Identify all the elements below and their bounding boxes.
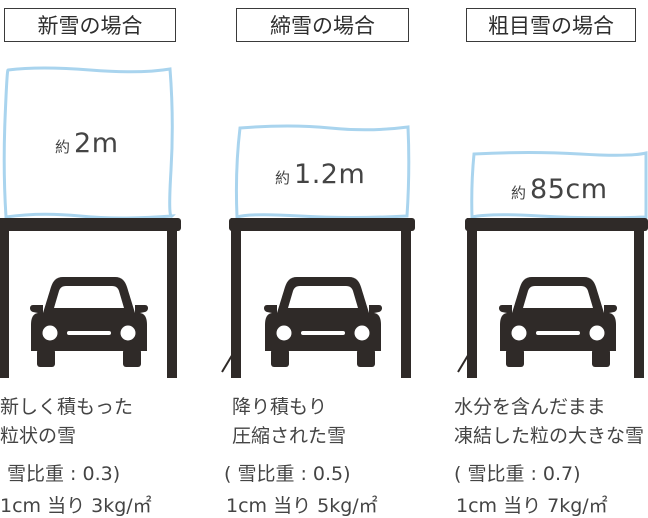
snow-depth-granular: 約 85cm [511,174,608,205]
snow-block-compacted [234,124,411,220]
car-icon [30,277,148,367]
specific-gravity-granular: ( 雪比重 : 0.7) [454,463,581,485]
weight-per-cm-granular: 1cm 当り 7kg/㎡ [456,495,608,517]
panel-title-fresh-snow: 新雪の場合 [4,8,176,42]
weight-per-cm-compacted: 1cm 当り 5kg/㎡ [226,495,378,517]
snow-depth-fresh: 約 2m [55,128,119,159]
description-line: 水分を含んだまま [454,396,606,418]
depth-value: 2m [74,128,119,159]
specific-gravity-fresh: 雪比重 : 0.3) [7,463,121,485]
description-line: 凍結した粒の大きな雪 [454,425,645,447]
panel-title-text: 締雪の場合 [270,14,375,38]
depth-prefix: 約 [511,184,527,202]
description-line: 粒状の雪 [0,425,77,447]
panel-title-text: 粗目雪の場合 [488,14,614,38]
description-granular: 水分を含んだまま 凍結した粒の大きな雪 [454,393,644,451]
description-line: 新しく積もった [0,396,134,418]
description-compacted: 降り積もり 圧縮された雪 [232,393,346,451]
carport-frame-3 [465,218,648,378]
description-line: 降り積もり [232,396,328,418]
snow-block-granular [470,151,648,220]
car-icon [499,277,617,367]
depth-prefix: 約 [275,169,291,187]
depth-value: 1.2m [294,159,366,190]
panel-title-compacted-snow: 締雪の場合 [236,8,409,42]
description-fresh: 新しく積もった 粒状の雪 [0,393,133,451]
panel-title-granular-snow: 粗目雪の場合 [466,8,636,42]
panel-title-text: 新雪の場合 [37,14,143,38]
car-icon [264,277,382,367]
depth-prefix: 約 [55,138,71,156]
snow-block-fresh [2,66,176,220]
carport-frame-1 [0,218,181,378]
weight-per-cm-fresh: 1cm 当り 3kg/㎡ [0,495,152,517]
carport-frame-2 [229,218,415,378]
depth-value: 85cm [530,174,608,205]
snow-depth-compacted: 約 1.2m [275,159,365,190]
description-line: 圧縮された雪 [232,425,347,447]
specific-gravity-compacted: ( 雪比重 : 0.5) [224,463,351,485]
